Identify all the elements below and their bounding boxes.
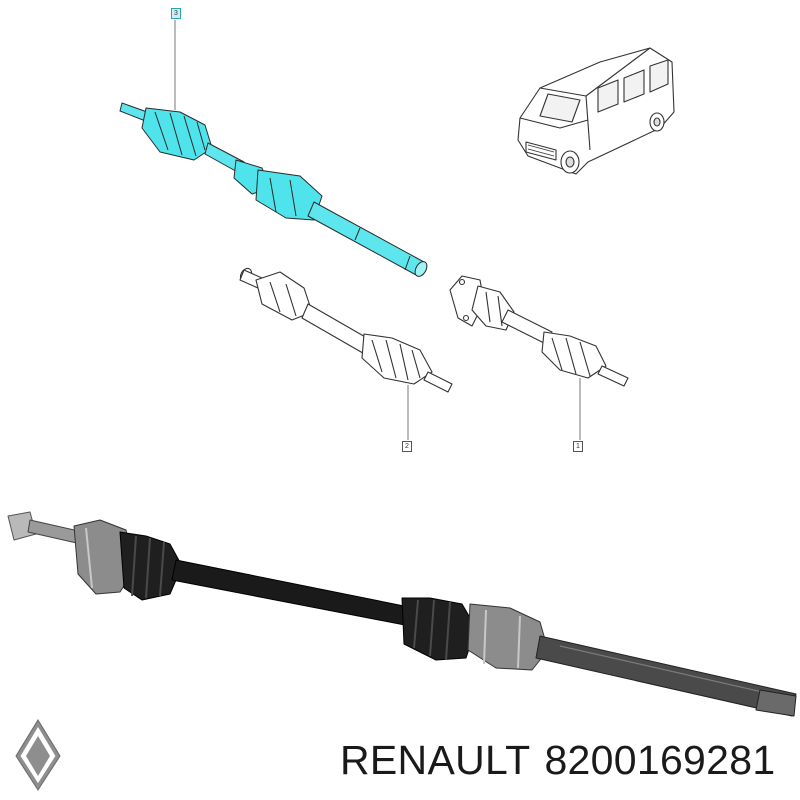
callout-label-1: 1 — [573, 441, 583, 452]
highlighted-driveshaft-part-3 — [119, 20, 428, 277]
driveshaft-part-2 — [239, 267, 453, 440]
product-caption: RENAULT 8200169281 — [340, 738, 795, 782]
van-icon — [517, 47, 675, 175]
renault-logo-icon — [15, 719, 61, 791]
brand-name: RENAULT — [340, 737, 531, 783]
driveshaft-product-photo — [7, 511, 797, 717]
driveshaft-part-1 — [449, 275, 629, 440]
part-number: 8200169281 — [544, 737, 776, 783]
callout-label-2: 2 — [402, 441, 412, 452]
callout-label-3: 3 — [171, 8, 181, 19]
